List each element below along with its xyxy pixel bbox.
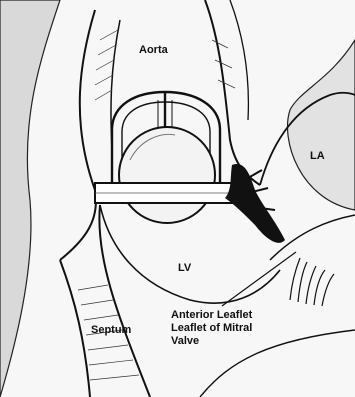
label-lv: LV bbox=[178, 262, 191, 275]
callout-anterior-leaflet: Anterior Leaflet Leaflet of Mitral Valve bbox=[171, 309, 252, 348]
label-septum: Septum bbox=[91, 324, 131, 337]
valve-ball bbox=[119, 127, 215, 223]
callout-line-1: Anterior Leaflet bbox=[171, 309, 252, 322]
callout-line-3: Valve bbox=[171, 335, 252, 348]
label-la: LA bbox=[310, 150, 325, 163]
label-aorta: Aorta bbox=[139, 44, 168, 57]
callout-line-2: Leaflet of Mitral bbox=[171, 322, 252, 335]
